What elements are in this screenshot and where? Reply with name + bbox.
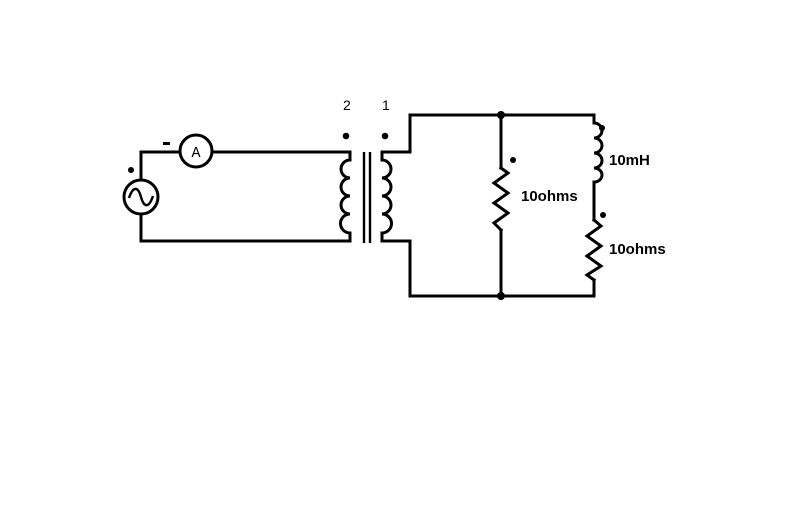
shunt-resistor-dot [510, 157, 516, 163]
transformer-winding-2 [339, 158, 352, 235]
series-inductor-label: 10mH [609, 152, 650, 169]
secondary-wiring [380, 113, 596, 298]
series-resistor [584, 217, 604, 283]
ammeter-symbol: A [191, 145, 200, 162]
ac-source-icon [122, 178, 160, 216]
winding-1-label: 1 [382, 97, 390, 113]
series-inductor-dot [599, 125, 605, 131]
shunt-resistor-label: 10ohms [521, 188, 578, 205]
junction-bottom [497, 292, 505, 300]
series-resistor-dot [600, 212, 606, 218]
transformer [339, 150, 393, 243]
winding-1-polarity-dot [381, 132, 389, 140]
junction-top [497, 111, 505, 119]
series-resistor-label: 10ohms [609, 241, 666, 258]
winding-2-polarity-dot [342, 132, 350, 140]
transformer-winding-1 [380, 158, 393, 235]
shunt-resistor [491, 165, 511, 233]
source-polarity-dot [128, 167, 134, 173]
series-inductor [592, 121, 604, 184]
primary-wiring [139, 150, 352, 243]
ammeter: A [178, 133, 214, 169]
ammeter-polarity-mark [163, 142, 170, 145]
winding-2-label: 2 [343, 97, 351, 113]
